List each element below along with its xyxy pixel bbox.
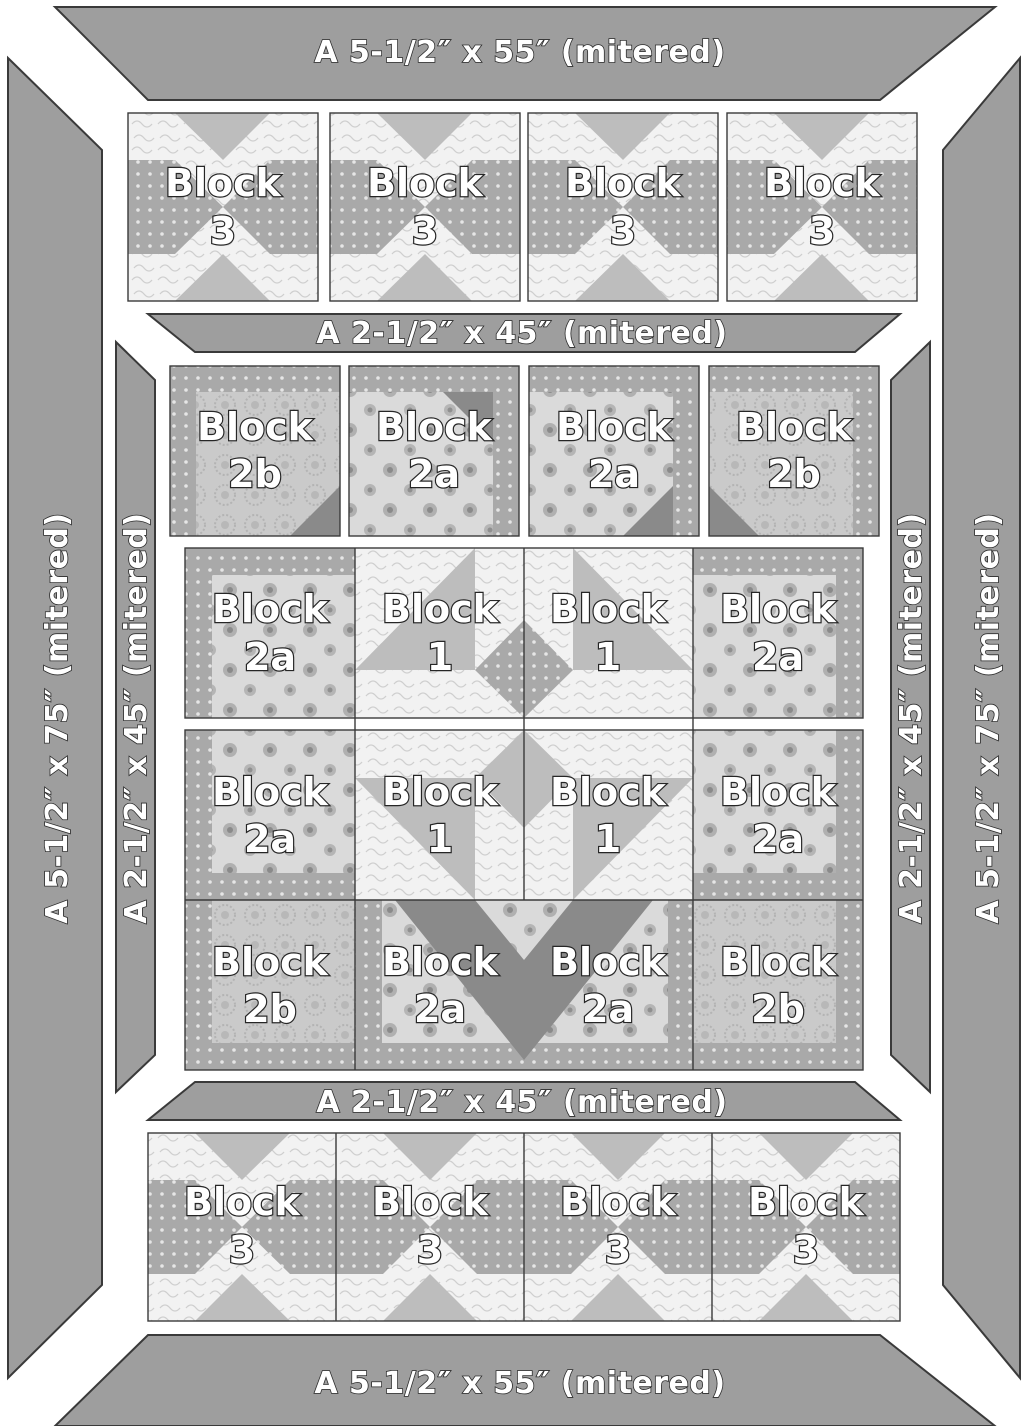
- inner-border-top-label: A 2-1/2″ x 45″ (mitered): [316, 316, 727, 351]
- outer-border-left-label: A 5-1/2″ x 75″ (mitered): [40, 512, 75, 923]
- block-ct-3-number: 1: [595, 635, 621, 679]
- block-bottom-2-number: 3: [417, 1228, 443, 1272]
- block-cm-4-word: Block: [720, 770, 837, 814]
- block-bottom-2-word: Block: [372, 1180, 489, 1224]
- block-bottom-1-word: Block: [184, 1180, 301, 1224]
- block-upper-1-word: Block: [197, 405, 314, 449]
- block-top-4-number: 3: [809, 209, 835, 253]
- block-bottom-4-number: 3: [793, 1228, 819, 1272]
- block-cl-3-word: Block: [550, 940, 667, 984]
- block-bottom-3-word: Block: [560, 1180, 677, 1224]
- block-ct-1-number: 2a: [244, 635, 296, 679]
- block-cm-3-word: Block: [550, 770, 667, 814]
- block-ct-1-word: Block: [212, 587, 329, 631]
- block-top-4: Block 3: [727, 113, 917, 301]
- block-upper-3-number: 2a: [588, 452, 640, 496]
- outer-border-top-label: A 5-1/2″ x 55″ (mitered): [314, 35, 725, 70]
- block-cm-1-number: 2a: [244, 817, 296, 861]
- block-bottom-1-number: 3: [229, 1228, 255, 1272]
- inner-border-right-label: A 2-1/2″ x 45″ (mitered): [894, 512, 929, 923]
- block-cl-4-word: Block: [720, 940, 837, 984]
- block-top-3: Block 3: [528, 113, 718, 301]
- block-upper-2: Block 2a: [349, 366, 519, 536]
- block-ct-2-word: Block: [382, 587, 499, 631]
- block-top-4-word: Block: [764, 161, 881, 205]
- block-cl-1-number: 2b: [243, 987, 297, 1031]
- block-ct-4-number: 2a: [752, 635, 804, 679]
- block-top-2-number: 3: [412, 209, 438, 253]
- block-upper-3-word: Block: [556, 405, 673, 449]
- block-upper-2-word: Block: [376, 405, 493, 449]
- block-cl-1-word: Block: [212, 940, 329, 984]
- block-top-2: Block 3: [330, 113, 520, 301]
- block-upper-4: Block 2b: [709, 366, 879, 536]
- block-top-1-number: 3: [210, 209, 236, 253]
- block-ct-2-number: 1: [427, 635, 453, 679]
- row-bottom-blocks: Block 3 Block 3 Block 3 Block 3: [148, 1133, 900, 1321]
- outer-border-bottom-label: A 5-1/2″ x 55″ (mitered): [314, 1366, 725, 1401]
- block-cm-4-number: 2a: [752, 817, 804, 861]
- block-top-1: Block 3: [128, 113, 318, 301]
- block-top-3-word: Block: [565, 161, 682, 205]
- block-ct-3-word: Block: [550, 587, 667, 631]
- block-cm-2-word: Block: [382, 770, 499, 814]
- block-cm-1-word: Block: [212, 770, 329, 814]
- block-upper-3: Block 2a: [529, 366, 699, 536]
- inner-border-left-label: A 2-1/2″ x 45″ (mitered): [119, 512, 154, 923]
- row-upper-blocks: Block 2b Block 2a Block 2a Block 2b: [170, 366, 879, 536]
- block-cm-3-number: 1: [595, 817, 621, 861]
- block-ct-4-word: Block: [720, 587, 837, 631]
- block-upper-4-number: 2b: [767, 452, 821, 496]
- block-top-2-word: Block: [367, 161, 484, 205]
- block-cl-4-number: 2b: [751, 987, 805, 1031]
- outer-border-right-label: A 5-1/2″ x 75″ (mitered): [971, 512, 1006, 923]
- block-bottom-3-number: 3: [605, 1228, 631, 1272]
- block-upper-1-number: 2b: [228, 452, 282, 496]
- block-cl-2-word: Block: [382, 940, 499, 984]
- block-top-3-number: 3: [610, 209, 636, 253]
- block-top-1-word: Block: [165, 161, 282, 205]
- block-cm-2-number: 1: [427, 817, 453, 861]
- block-bottom-4-word: Block: [748, 1180, 865, 1224]
- row-top-blocks: Block 3 Block 3 Block 3: [128, 113, 917, 301]
- block-cl-3-number: 2a: [582, 987, 634, 1031]
- block-cl-2-number: 2a: [414, 987, 466, 1031]
- inner-border-bottom-label: A 2-1/2″ x 45″ (mitered): [316, 1085, 727, 1120]
- block-upper-2-number: 2a: [408, 452, 460, 496]
- block-upper-4-word: Block: [736, 405, 853, 449]
- block-upper-1: Block 2b: [170, 366, 340, 536]
